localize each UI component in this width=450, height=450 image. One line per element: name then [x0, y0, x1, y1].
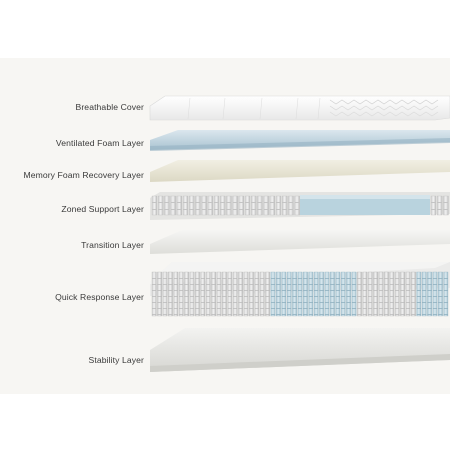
- zoned-support-layer: [150, 192, 450, 220]
- label-breathable-cover: Breathable Cover: [75, 102, 144, 112]
- label-ventilated-foam-layer: Ventilated Foam Layer: [55, 138, 144, 148]
- ventilated-foam-layer: [150, 130, 450, 151]
- label-transition-layer: Transition Layer: [81, 240, 144, 250]
- breathable-cover-layer: [149, 95, 450, 121]
- stability-layer: [150, 328, 450, 372]
- label-memory-foam-recovery-layer: Memory Foam Recovery Layer: [23, 170, 144, 180]
- memory-foam-recovery-layer: [150, 160, 450, 182]
- label-stability-layer: Stability Layer: [88, 355, 144, 365]
- label-zoned-support-layer: Zoned Support Layer: [61, 204, 144, 214]
- label-quick-response-layer: Quick Response Layer: [55, 292, 144, 302]
- quick-response-layer: [150, 262, 450, 317]
- transition-layer: [150, 230, 450, 254]
